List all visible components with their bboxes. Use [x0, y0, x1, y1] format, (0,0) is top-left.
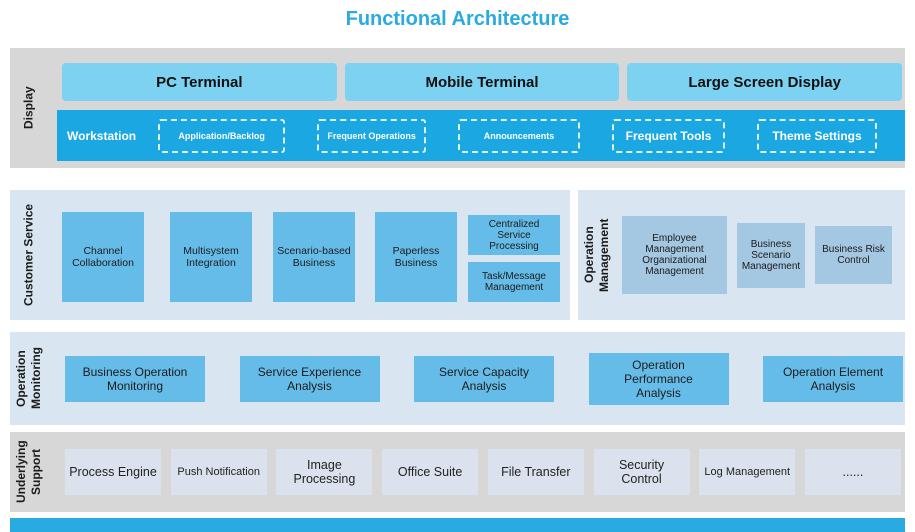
multisystem-integration-box: Multisystem Integration	[170, 212, 252, 302]
paperless-business-box: Paperless Business	[375, 212, 457, 302]
employee-organizational-management-box: Employee Management Organizational Manag…	[622, 216, 727, 294]
page-title: Functional Architecture	[345, 8, 570, 30]
business-operation-monitoring-box: Business Operation Monitoring	[65, 355, 205, 402]
business-scenario-management-box: Business Scenario Management	[737, 222, 805, 288]
display-band-label: Display	[21, 86, 36, 130]
operation-monitoring-band-label: Operation Monitoring	[14, 347, 43, 410]
frequent-operations-box: Frequent Operations	[317, 118, 427, 153]
operation-monitoring-band-content: Business Operation Monitoring Service Ex…	[48, 332, 905, 425]
bottom-accent-bar	[10, 518, 905, 532]
channel-collaboration-box: Channel Collaboration	[62, 212, 144, 302]
pc-terminal-box: PC Terminal	[62, 63, 337, 101]
service-experience-analysis-box: Service Experience Analysis	[239, 355, 380, 402]
operation-management-band: Operation Management Employee Management…	[578, 190, 905, 320]
image-processing-box: Image Processing	[276, 449, 373, 495]
display-band-content: PC Terminal Mobile Terminal Large Screen…	[48, 48, 905, 168]
operation-monitoring-band: Operation Monitoring Business Operation …	[10, 332, 905, 425]
centralized-service-processing-box: Centralized Service Processing	[468, 215, 560, 255]
service-capacity-analysis-box: Service Capacity Analysis	[414, 355, 554, 402]
large-screen-display-box: Large Screen Display	[627, 63, 903, 101]
customer-service-stacked-column: Centralized Service Processing Task/Mess…	[468, 215, 560, 302]
customer-service-band-content: Channel Collaboration Multisystem Integr…	[48, 190, 570, 320]
mobile-terminal-box: Mobile Terminal	[344, 63, 620, 101]
scenario-based-business-box: Scenario-based Business	[273, 212, 355, 302]
application-backlog-box: Application/Backlog	[158, 118, 286, 153]
display-band: Display PC Terminal Mobile Terminal Larg…	[10, 48, 905, 168]
announcements-box: Announcements	[458, 118, 581, 153]
workstation-bar: Workstation Application/Backlog Frequent…	[57, 110, 905, 161]
underlying-support-band: Underlying Support Process Engine Push N…	[10, 432, 905, 512]
operation-element-analysis-box: Operation Element Analysis	[763, 355, 903, 402]
underlying-support-band-label: Underlying Support	[14, 440, 43, 504]
workstation-label: Workstation	[67, 128, 137, 143]
push-notification-box: Push Notification	[170, 449, 267, 495]
terminal-row: PC Terminal Mobile Terminal Large Screen…	[62, 63, 903, 101]
office-suite-box: Office Suite	[382, 449, 479, 495]
business-risk-control-box: Business Risk Control	[815, 226, 892, 284]
process-engine-box: Process Engine	[65, 449, 161, 495]
operation-management-band-label: Operation Management	[582, 218, 611, 292]
security-control-box: Security Control	[593, 449, 690, 495]
workstation-items: Application/Backlog Frequent Operations …	[158, 118, 877, 153]
task-message-management-box: Task/Message Management	[468, 262, 560, 302]
ellipsis-box: ......	[804, 449, 901, 495]
log-management-box: Log Management	[699, 449, 796, 495]
file-transfer-box: File Transfer	[487, 449, 584, 495]
underlying-support-band-content: Process Engine Push Notification Image P…	[48, 432, 905, 512]
operation-management-band-content: Employee Management Organizational Manag…	[616, 190, 905, 320]
customer-service-band-label: Customer Service	[21, 203, 36, 307]
frequent-tools-box: Frequent Tools	[612, 118, 726, 153]
theme-settings-box: Theme Settings	[757, 118, 877, 153]
operation-performance-analysis-box: Operation Performance Analysis	[588, 352, 729, 405]
customer-service-band: Customer Service Channel Collaboration M…	[10, 190, 570, 320]
